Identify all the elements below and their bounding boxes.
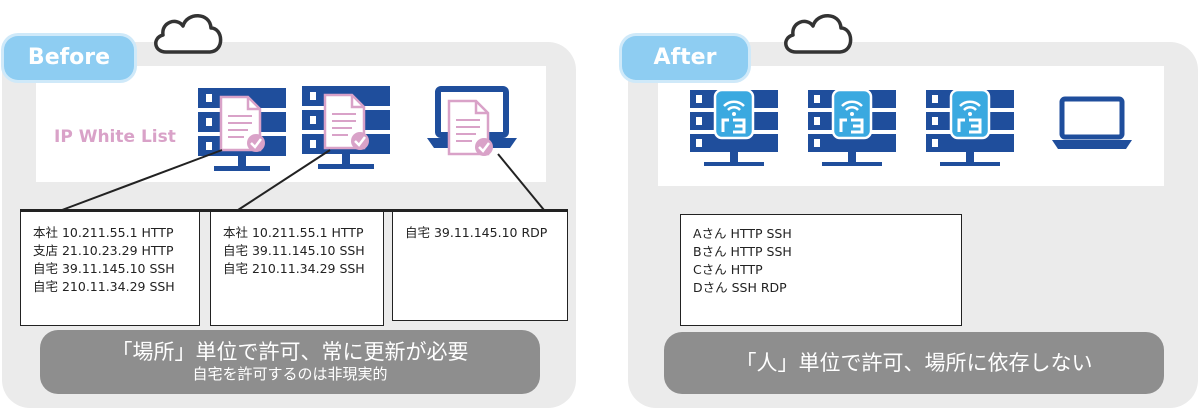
after-banner: 「人」単位で許可、場所に依存しない bbox=[664, 332, 1164, 394]
server-icon bbox=[926, 90, 1014, 166]
box-top-bar bbox=[20, 209, 568, 212]
document-check-icon bbox=[447, 99, 493, 156]
r3-wifi-badge-icon bbox=[713, 88, 755, 140]
allowlist-entry: 自宅 210.11.34.29 SSH bbox=[33, 279, 175, 294]
laptop-icon bbox=[1052, 96, 1132, 149]
before-banner-sub: 自宅を許可するのは非現実的 bbox=[192, 365, 388, 383]
allowlist-entry: 支店 21.10.23.29 HTTP bbox=[33, 243, 174, 258]
allowlist-entry: 自宅 39.11.145.10 RDP bbox=[405, 225, 548, 240]
before-banner: 「場所」単位で許可、常に更新が必要 自宅を許可するのは非現実的 bbox=[40, 330, 540, 394]
after-banner-main: 「人」単位で許可、場所に依存しない bbox=[735, 351, 1093, 375]
user-allowlist-entry: Aさん HTTP SSH bbox=[693, 226, 792, 241]
cloud-icon bbox=[784, 14, 853, 54]
r3-wifi-badge-icon bbox=[831, 88, 873, 140]
allowlist-box: 本社 10.211.55.1 HTTP 支店 21.10.23.29 HTTP … bbox=[20, 211, 200, 326]
r3-wifi-badge-icon bbox=[949, 88, 991, 140]
allowlist-box: 本社 10.211.55.1 HTTP 自宅 39.11.145.10 SSH … bbox=[210, 211, 384, 326]
ip-white-list-label: IP White List bbox=[54, 127, 176, 147]
user-allowlist-box: Aさん HTTP SSH Bさん HTTP SSH Cさん HTTP Dさん S… bbox=[680, 214, 962, 326]
cloud-icon bbox=[154, 14, 223, 54]
allowlist-entry: 自宅 39.11.145.10 SSH bbox=[33, 261, 175, 276]
document-check-icon bbox=[323, 93, 369, 150]
allowlist-box: 自宅 39.11.145.10 RDP bbox=[392, 211, 568, 321]
document-check-icon bbox=[219, 95, 265, 152]
user-allowlist-entry: Cさん HTTP bbox=[693, 262, 763, 277]
after-tag: After bbox=[622, 36, 748, 80]
allowlist-entry: 本社 10.211.55.1 HTTP bbox=[33, 225, 174, 240]
allowlist-entry: 自宅 210.11.34.29 SSH bbox=[223, 261, 365, 276]
user-allowlist-entry: Bさん HTTP SSH bbox=[693, 244, 792, 259]
allowlist-entry: 本社 10.211.55.1 HTTP bbox=[223, 225, 364, 240]
before-banner-main: 「場所」単位で許可、常に更新が必要 bbox=[111, 340, 469, 364]
allowlist-entry: 自宅 39.11.145.10 SSH bbox=[223, 243, 365, 258]
before-tag: Before bbox=[4, 36, 134, 80]
user-allowlist-entry: Dさん SSH RDP bbox=[693, 280, 787, 295]
